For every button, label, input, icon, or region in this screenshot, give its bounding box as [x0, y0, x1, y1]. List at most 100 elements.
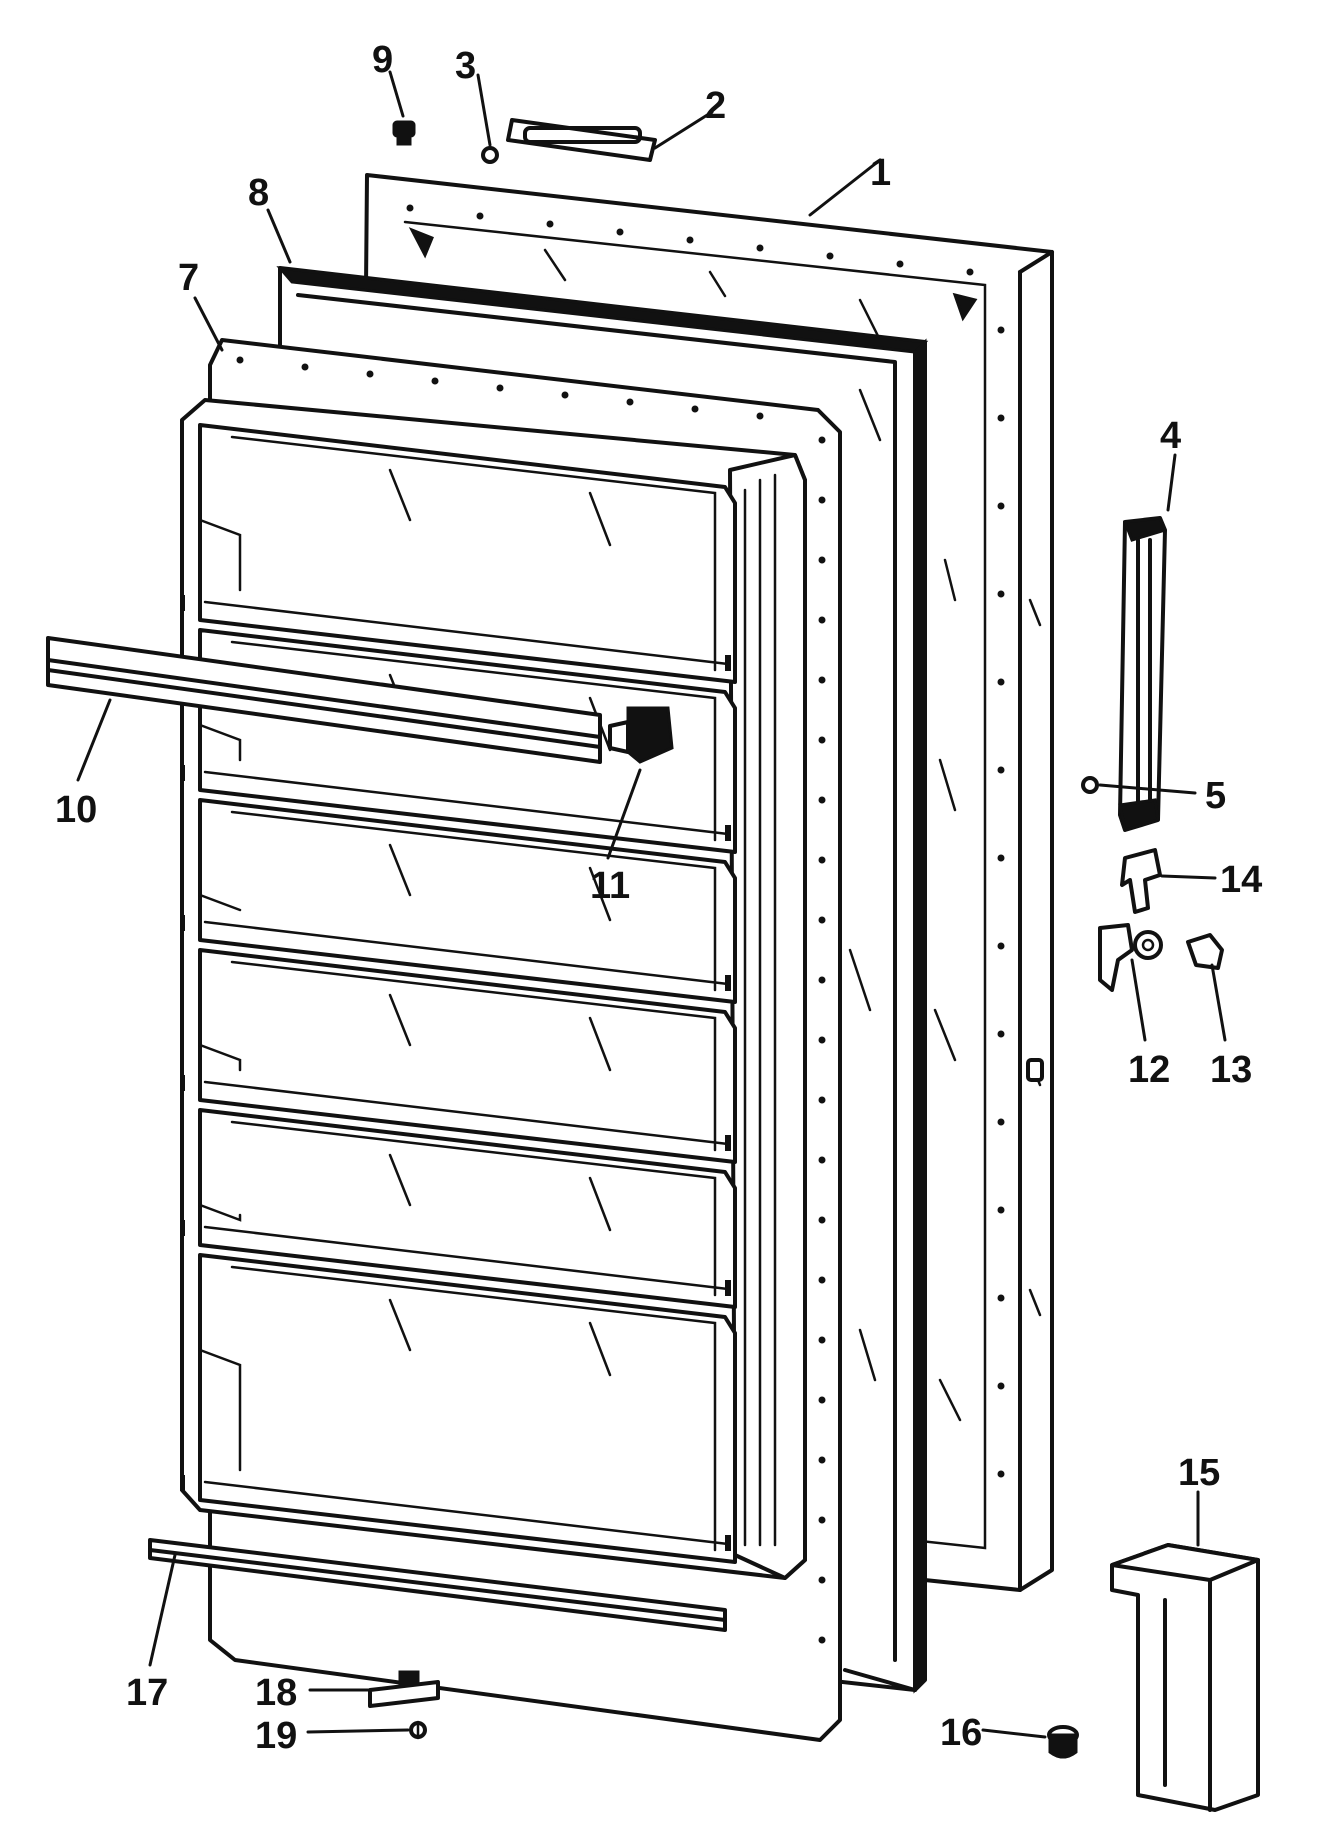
latch-clip-14 [1120, 848, 1217, 914]
panel-hole [546, 220, 554, 228]
panel-hole [476, 212, 484, 220]
screw-19 [306, 1720, 427, 1740]
panel-hole [997, 854, 1005, 862]
bin-lip [203, 770, 730, 836]
door-bin [198, 948, 737, 1164]
panel-hole [997, 1030, 1005, 1038]
liner-hole [818, 796, 826, 804]
bracket-18 [308, 1670, 440, 1708]
leader-8 [266, 208, 292, 264]
liner-hole [818, 436, 826, 444]
callout-13: 13 [1210, 1049, 1252, 1091]
bin-lip [203, 1080, 730, 1146]
shelf-rail-10 [46, 636, 602, 782]
callout-1: 1 [870, 152, 891, 194]
bin-gleam [388, 843, 412, 897]
inner-door-liner [180, 338, 842, 1742]
bin-gleam [588, 1176, 612, 1232]
leader-1 [808, 158, 882, 217]
door-handle-4 [1118, 453, 1177, 832]
panel-hole [997, 1382, 1005, 1390]
panel-hole [826, 252, 834, 260]
door-bin [198, 1253, 737, 1564]
liner-hole [818, 1636, 826, 1644]
callout-12: 12 [1128, 1049, 1170, 1091]
callout-4: 4 [1160, 415, 1181, 457]
bin-gleam [388, 1298, 412, 1352]
bottom-rail-17 [148, 1538, 727, 1667]
bin-clip [725, 655, 731, 671]
bin-lip [203, 920, 730, 986]
door-bin [198, 798, 737, 1004]
callout-9: 9 [372, 39, 393, 81]
liner-hole [301, 363, 309, 371]
bin-gleam [388, 468, 412, 522]
screw-5 [1081, 776, 1197, 795]
bin-gleam [388, 1153, 412, 1207]
bin-clip [180, 1475, 185, 1491]
leader-7 [193, 296, 224, 352]
bin-inner-edge [230, 810, 717, 992]
panel-hole [997, 678, 1005, 686]
bin-clip [180, 765, 185, 781]
liner-hole [691, 405, 699, 413]
callout-3: 3 [455, 45, 476, 87]
callout-19: 19 [255, 1715, 297, 1757]
bin-clip [180, 1075, 185, 1091]
liner-hole [756, 412, 764, 420]
liner-hole [818, 1096, 826, 1104]
bin-inner-edge [230, 640, 717, 842]
bin-inner-edge [230, 1120, 717, 1297]
callout-10: 10 [55, 789, 97, 831]
liner-hole [818, 616, 826, 624]
liner-hole [818, 976, 826, 984]
screw-9 [388, 70, 416, 146]
callout-16: 16 [940, 1712, 982, 1754]
panel-hole [997, 590, 1005, 598]
bin-gleam [588, 1321, 612, 1377]
panel-hole [686, 236, 694, 244]
panel-hole [997, 1294, 1005, 1302]
liner-hole [818, 1516, 826, 1524]
liner-hole [818, 556, 826, 564]
top-hinge-2 [506, 110, 714, 162]
panel-hole [756, 244, 764, 252]
bin-gleam [588, 866, 612, 922]
liner-hole [818, 916, 826, 924]
bin-clip [180, 1220, 185, 1236]
rail-end-cap-11 [606, 706, 674, 860]
liner-hole [818, 1216, 826, 1224]
callout-14: 14 [1220, 859, 1262, 901]
panel-hole [997, 1206, 1005, 1214]
panel-hole [616, 228, 624, 236]
panel-hole [406, 204, 414, 212]
bin-inner-edge [230, 960, 717, 1152]
bin-gleam [388, 993, 412, 1047]
hinge-cover-15 [1110, 1490, 1260, 1812]
bin-inner-edge [230, 1265, 717, 1552]
callout-15: 15 [1178, 1452, 1220, 1494]
callout-8: 8 [248, 172, 269, 214]
bin-gleam [588, 491, 612, 547]
bin-side [198, 893, 242, 912]
bin-lip [203, 1225, 730, 1291]
bin-clip [725, 825, 731, 841]
screw-3 [476, 73, 499, 164]
panel-hole [966, 268, 974, 276]
panel-hole [997, 942, 1005, 950]
liner-hole [818, 1576, 826, 1584]
liner-hole [626, 398, 634, 406]
liner-hole [818, 856, 826, 864]
callout-2: 2 [705, 85, 726, 127]
bin-clip [725, 1280, 731, 1296]
liner-hole [818, 1336, 826, 1344]
panel-hole [997, 1470, 1005, 1478]
bin-inner-edge [230, 435, 717, 672]
liner-hole [818, 1276, 826, 1284]
liner-hole [496, 384, 504, 392]
liner-hole [818, 1156, 826, 1164]
door-bin [198, 1108, 737, 1309]
liner-hole [366, 370, 374, 378]
panel-hole [997, 502, 1005, 510]
callout-11: 11 [590, 865, 630, 907]
